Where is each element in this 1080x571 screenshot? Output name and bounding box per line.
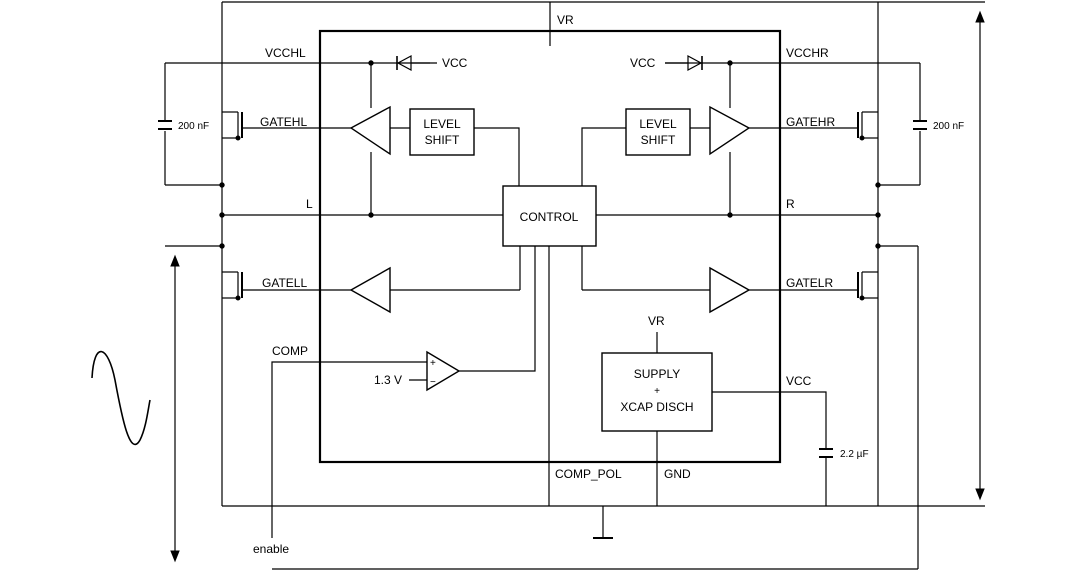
gatehl-label: GATEHL (260, 115, 307, 129)
mosfet-low-left-icon (222, 271, 320, 301)
vr-pin-label: VR (557, 13, 574, 27)
level-shift-right-line1: LEVEL (639, 117, 677, 131)
diode-left-icon (396, 54, 437, 72)
level-shift-left: LEVEL SHIFT (409, 108, 475, 156)
cap-right-label: 200 nF (933, 121, 964, 132)
enable-label: enable (253, 542, 289, 556)
ground-icon (593, 506, 613, 539)
driver-high-left-icon (349, 105, 391, 156)
control-label: CONTROL (520, 210, 579, 224)
vr-supply-label: VR (648, 314, 665, 328)
mosfet-low-right-icon (780, 271, 878, 301)
driver-low-right-icon (709, 266, 751, 314)
node-l-label: L (306, 197, 313, 211)
level-shift-right: LEVEL SHIFT (625, 108, 691, 156)
supply-line2: + (654, 386, 660, 397)
cap-left-label: 200 nF (178, 121, 209, 132)
control-block: CONTROL (502, 185, 597, 247)
supply-line1: SUPPLY (634, 367, 680, 381)
comparator-icon: + − (426, 350, 461, 392)
node-r-label: R (786, 197, 795, 211)
gatelr-label: GATELR (786, 276, 833, 290)
ac-source-icon (91, 350, 151, 446)
mosfet-high-left-icon (222, 111, 320, 141)
vcchl-label: VCCHL (265, 46, 306, 60)
ac-input-left (91, 243, 225, 563)
driver-low-left-icon (349, 266, 391, 314)
gnd-label: GND (664, 467, 691, 481)
vcc-output-network (712, 391, 833, 506)
voltage-arrow-right (975, 10, 985, 501)
vcc-diode-left-label: VCC (442, 56, 468, 70)
gatell-label: GATELL (262, 276, 307, 290)
vref-label: 1.3 V (374, 373, 402, 387)
vcc-out-label: VCC (786, 374, 812, 388)
mosfet-high-right-icon (780, 111, 878, 141)
node-l-line (219, 212, 503, 218)
level-shift-left-line2: SHIFT (425, 133, 460, 147)
level-shift-right-line2: SHIFT (641, 133, 676, 147)
capacitor-right-icon (913, 120, 927, 130)
supply-line3: XCAP DISCH (620, 400, 693, 414)
left-bootstrap-network: VCCHL 200 nF (158, 46, 430, 188)
vcc-diode-right-label: VCC (630, 56, 656, 70)
ac-return-right (272, 243, 919, 570)
comp-minus-label: − (430, 377, 436, 388)
node-r-line (596, 212, 881, 218)
capacitor-vcc-icon (819, 448, 833, 458)
gatehr-label: GATEHR (786, 115, 835, 129)
supply-block: SUPPLY + XCAP DISCH (601, 352, 713, 432)
comp-pin-label: COMP (272, 344, 308, 358)
right-bootstrap-network: VCCHR 200 nF (665, 46, 964, 188)
diode-right-icon (665, 54, 703, 72)
level-shift-left-line1: LEVEL (423, 117, 461, 131)
capacitor-left-icon (158, 120, 172, 130)
comp-plus-label: + (430, 358, 436, 369)
comp-pol-label: COMP_POL (555, 467, 622, 481)
cap-vcc-label: 2.2 µF (840, 449, 869, 460)
driver-high-right-icon (709, 105, 751, 156)
vcchr-label: VCCHR (786, 46, 829, 60)
